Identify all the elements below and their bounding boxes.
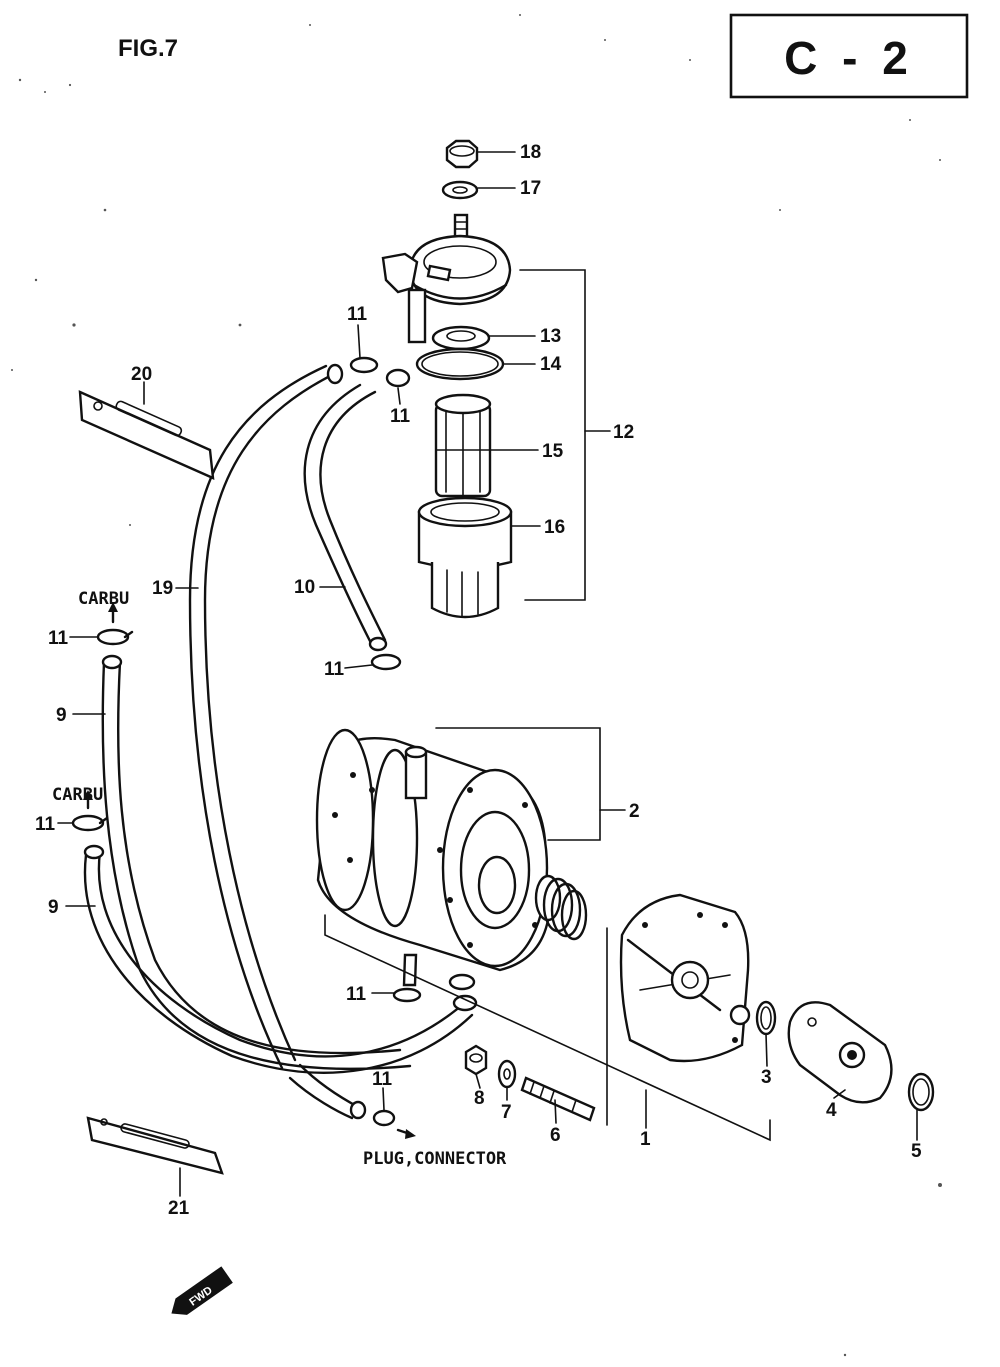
callout-19: 19	[152, 578, 173, 599]
callout-9-lower: 9	[48, 897, 59, 918]
plug-connector-label: PLUG,CONNECTOR	[363, 1149, 507, 1169]
callout-5: 5	[911, 1141, 922, 1162]
callout-1: 1	[640, 1129, 651, 1150]
bracket-20	[78, 390, 215, 480]
callout-8: 8	[474, 1088, 485, 1109]
clamp-11-filter-left	[349, 356, 379, 374]
carbu-lower-arrowhead	[83, 790, 93, 800]
callout-11-filter-left: 11	[347, 304, 368, 325]
callout-11-plug: 11	[372, 1069, 393, 1090]
callout-3: 3	[761, 1067, 772, 1088]
carbu-lower-label: CARBU	[52, 785, 103, 805]
bracket-2	[435, 727, 601, 841]
callout-17: 17	[520, 178, 541, 199]
callout-6: 6	[550, 1125, 561, 1146]
clamp-11-pump	[392, 987, 422, 1003]
callout-13: 13	[540, 326, 561, 347]
carbu-upper-arrowhead	[108, 602, 118, 612]
callout-11-hose10: 11	[324, 659, 345, 680]
callout-18: 18	[520, 142, 541, 163]
callout-16: 16	[544, 517, 565, 538]
callout-11-carbu-lower: 11	[35, 814, 56, 835]
filter-cap	[381, 213, 512, 344]
leader-lines	[57, 151, 918, 1197]
forward-arrow: FWD	[171, 1266, 233, 1315]
nut-8	[464, 1044, 488, 1076]
scan-specks	[11, 14, 942, 1357]
assembly-line-1	[324, 914, 771, 1142]
hose-19	[188, 363, 344, 1070]
o-ring-5	[907, 1072, 935, 1112]
clamp-11-carbu-upper	[96, 628, 134, 646]
callout-12: 12	[613, 422, 634, 443]
callout-10: 10	[294, 577, 315, 598]
carbu-upper-label: CARBU	[78, 589, 129, 609]
callout-11-carbu-upper: 11	[48, 628, 69, 649]
washer-17	[441, 180, 479, 200]
callout-11-pump: 11	[346, 984, 367, 1005]
bracket-21	[86, 1116, 224, 1175]
pump-cover-1	[619, 893, 751, 1063]
callout-4: 4	[826, 1100, 837, 1121]
callout-20: 20	[131, 364, 152, 385]
spring	[534, 874, 588, 941]
clamp-11-carbu-lower	[71, 814, 109, 832]
fuel-pump-body-2	[315, 728, 550, 1012]
callout-21: 21	[168, 1198, 190, 1219]
cap-4	[787, 1001, 893, 1104]
hose-10	[303, 383, 388, 652]
figure-title: FIG.7	[118, 35, 178, 62]
callout-11-filter-right: 11	[390, 406, 411, 427]
callout-2: 2	[629, 801, 640, 822]
bracket-12	[519, 269, 586, 601]
clamp-11-plug	[372, 1109, 396, 1127]
hose-to-plug	[288, 1063, 367, 1120]
filter-element-15	[434, 393, 492, 498]
clamp-11-hose10	[370, 653, 402, 671]
o-ring-3	[755, 1000, 777, 1036]
callout-9-upper: 9	[56, 705, 67, 726]
gasket-13	[431, 325, 491, 351]
section-code-box: C - 2	[729, 13, 969, 99]
hose-9-lower	[83, 844, 474, 1074]
section-code: C - 2	[784, 32, 914, 84]
callout-14: 14	[540, 354, 562, 375]
clamp-11-filter-right	[385, 368, 411, 388]
callout-7: 7	[501, 1102, 512, 1123]
callout-15: 15	[542, 441, 564, 462]
plug-arrowhead	[405, 1129, 416, 1139]
filter-bowl-16	[417, 496, 513, 619]
nut-18	[445, 139, 479, 169]
o-ring-14	[415, 347, 505, 381]
washer-7	[497, 1059, 517, 1089]
stud-6	[520, 1076, 596, 1122]
